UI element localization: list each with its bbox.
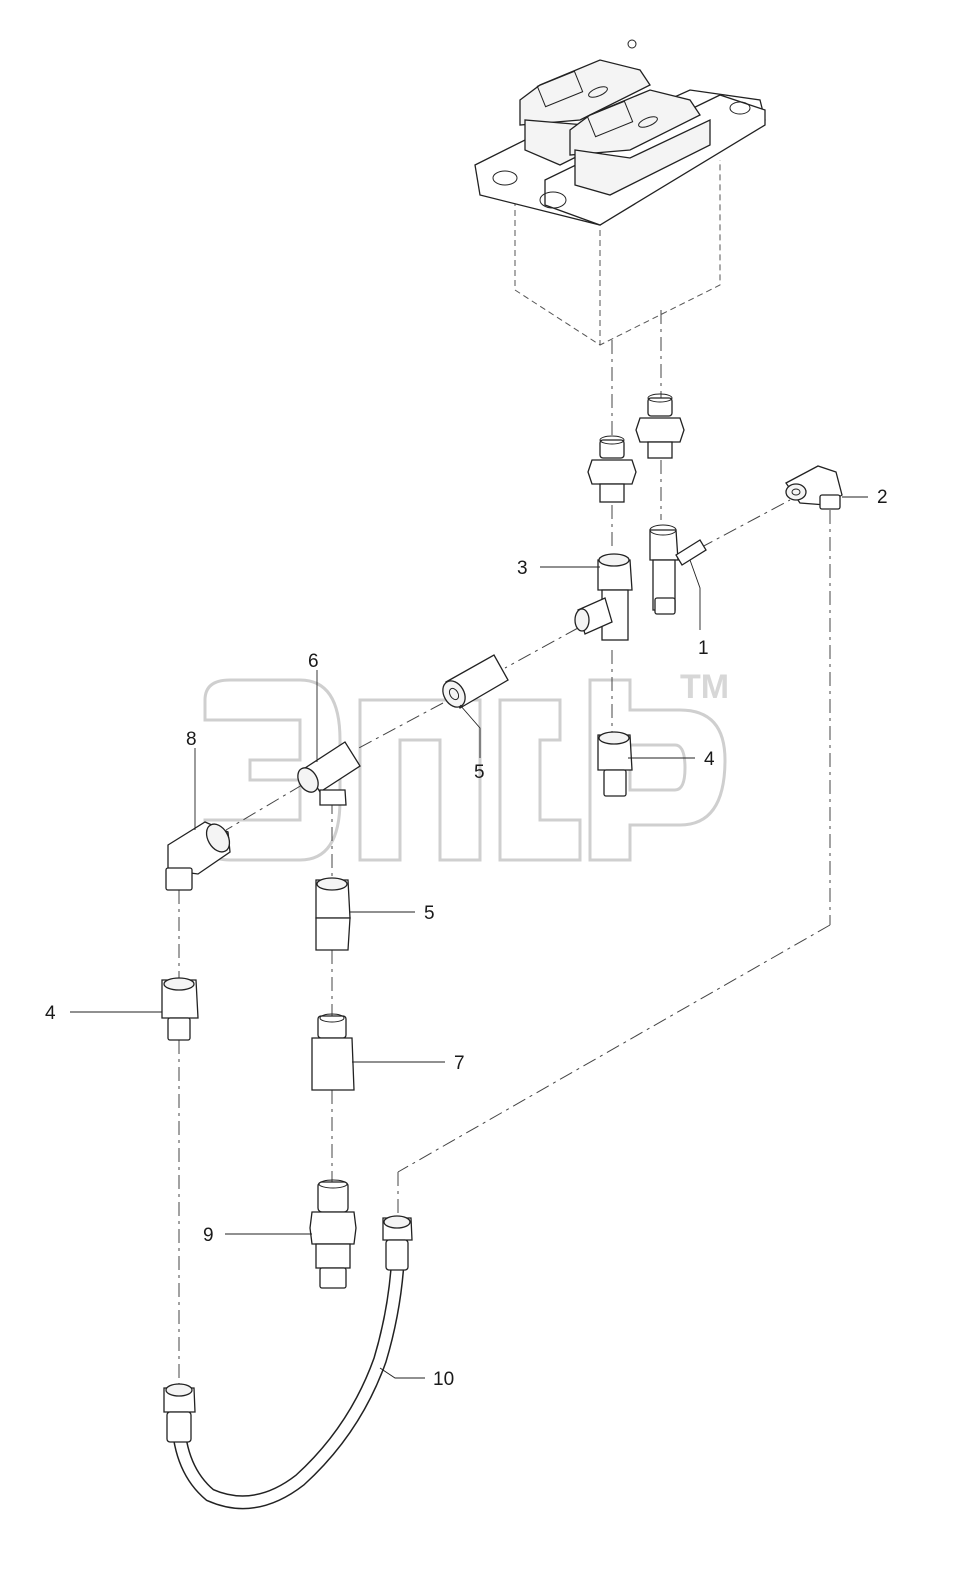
callout-5-upper: 5 [474, 762, 485, 783]
callout-3: 3 [517, 558, 528, 579]
part-1-tee-fitting [649, 524, 707, 615]
part-10-hose-assembly [163, 1215, 413, 1510]
callout-7: 7 [454, 1053, 465, 1074]
part-5-union-lower [315, 877, 351, 951]
valve-port-adapter-left [587, 435, 637, 503]
callout-6: 6 [308, 651, 319, 672]
part-5-union-upper [442, 654, 509, 709]
callout-1: 1 [698, 638, 709, 659]
callout-9: 9 [203, 1225, 214, 1246]
part-2-elbow-fitting [785, 465, 843, 510]
control-valve-block [474, 39, 766, 346]
callout-2: 2 [877, 487, 888, 508]
part-9-pressure-adapter [309, 1179, 357, 1289]
leader-lines [70, 496, 868, 1379]
part-3-tee-fitting [574, 553, 633, 641]
part-8-elbow-fitting [165, 821, 231, 891]
trademark-mark: TM [680, 668, 729, 706]
callout-4-upper: 4 [704, 749, 715, 770]
assembly-centerlines [178, 310, 831, 1385]
part-4-connector-lower [161, 977, 199, 1041]
callout-labels: 1 2 3 4 4 5 5 6 7 8 9 10 [45, 487, 888, 1390]
valve-port-adapter-right [635, 393, 685, 459]
callout-8: 8 [186, 729, 197, 750]
part-6-tee-fitting [297, 741, 361, 806]
callout-5-lower: 5 [424, 903, 435, 924]
callout-4-lower: 4 [45, 1003, 56, 1024]
part-4-connector-upper [597, 731, 633, 797]
callout-10: 10 [433, 1369, 454, 1390]
part-7-reducer-adapter [311, 1013, 355, 1091]
